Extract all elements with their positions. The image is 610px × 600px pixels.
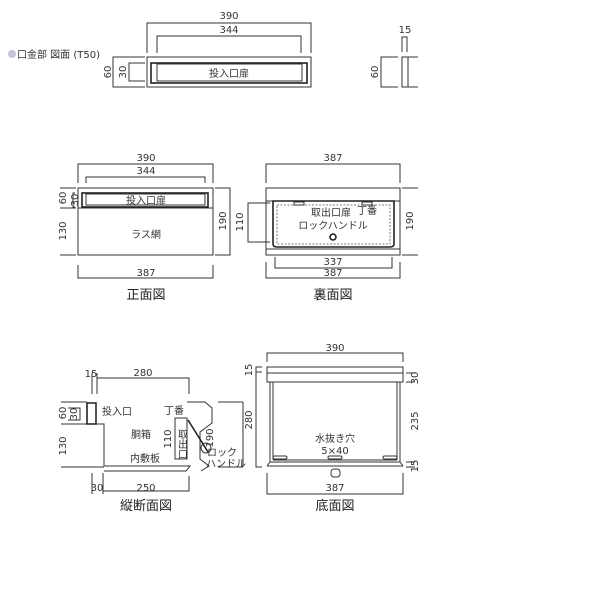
dim-190: 190 [218,211,229,230]
dim-15-top: 15 [244,364,255,377]
hinge-right [361,201,373,206]
dim-344: 344 [219,25,238,36]
back-view-caption: 裏面図 [313,288,352,303]
dim-30: 30 [410,372,421,385]
dim-387: 387 [325,483,344,494]
door-label: 取出口扉 [311,206,351,219]
dim-390: 390 [325,343,344,354]
top-detail-side: 15 60 [370,25,418,88]
bottom-view: 390 水抜き穴 5×40 15 280 30 235 15 387 底面図 [244,343,421,514]
dim-130: 130 [58,221,69,240]
body-label: 胴箱 [131,428,151,441]
top-detail-front: 390 344 60 30 投入口扉 [103,11,312,88]
dim-30: 30 [70,194,81,207]
dim-344: 344 [136,166,155,177]
drain-hole [327,455,343,460]
slot-label: 投入口 [102,405,132,418]
section-view-caption: 縦断面図 [120,499,172,514]
dim-387: 387 [136,268,155,279]
front-view: 390 344 投入口扉 ラス網 60 30 130 190 387 正面図 [58,153,231,303]
take-out-label: 取出口 [176,429,188,459]
dim-190: 190 [405,211,416,230]
drain-label: 水抜き穴 [315,432,355,445]
dim-15-bottom: 15 [410,460,421,473]
dim-337: 337 [323,257,342,268]
dim-60-side: 60 [370,66,381,79]
dim-280: 280 [244,410,255,429]
dim-110: 110 [163,429,174,448]
drain-hole [382,455,398,460]
drain-size-label: 5×40 [321,446,348,457]
plate-label: 内敷板 [130,452,160,465]
bullet-icon [8,50,16,58]
handle-label: ロックハンドル [298,220,368,232]
sheet-title: 口金部 図面 (T50) [17,48,100,61]
dim-60: 60 [58,192,69,205]
dim-190: 190 [205,428,216,447]
front-view-caption: 正面図 [126,288,165,303]
drain-hole [272,455,288,460]
dim-250: 250 [136,483,155,494]
dim-110: 110 [235,212,246,231]
dim-280: 280 [133,368,152,379]
dim-387-bottom: 387 [323,268,342,279]
dim-60: 60 [58,407,69,420]
bottom-view-caption: 底面図 [315,498,354,514]
dim-15: 15 [85,369,98,380]
lock-handle-icon [329,233,337,241]
dim-60: 60 [103,66,114,79]
door-label: 投入口扉 [209,67,249,80]
door-label: 投入口扉 [126,194,166,207]
back-view: 387 取出口扉 丁番 ロックハンドル 110 190 337 387 裏面図 [235,153,418,303]
dim-130: 130 [58,436,69,455]
dim-390: 390 [136,153,155,164]
section-view: 15 280 60 30 130 110 190 投入口 丁番 胴箱 取出口 内… [58,368,246,514]
dim-30-bottom: 30 [91,483,104,494]
dim-15: 15 [399,25,412,36]
mesh-label: ラス網 [131,228,161,241]
lock-handle-icon [200,442,212,454]
dim-235: 235 [410,411,421,430]
dim-30: 30 [118,66,129,79]
dim-387-top: 387 [323,153,342,164]
handle-label-1: ロック [207,447,237,459]
hinge-label: 丁番 [357,205,377,217]
dim-390: 390 [219,11,238,22]
hinge-label: 丁番 [164,405,184,417]
dim-30: 30 [69,408,80,421]
hinge-left [293,201,305,206]
lock-handle-arm [187,419,209,453]
handle-label-2: ハンドル [206,459,246,470]
